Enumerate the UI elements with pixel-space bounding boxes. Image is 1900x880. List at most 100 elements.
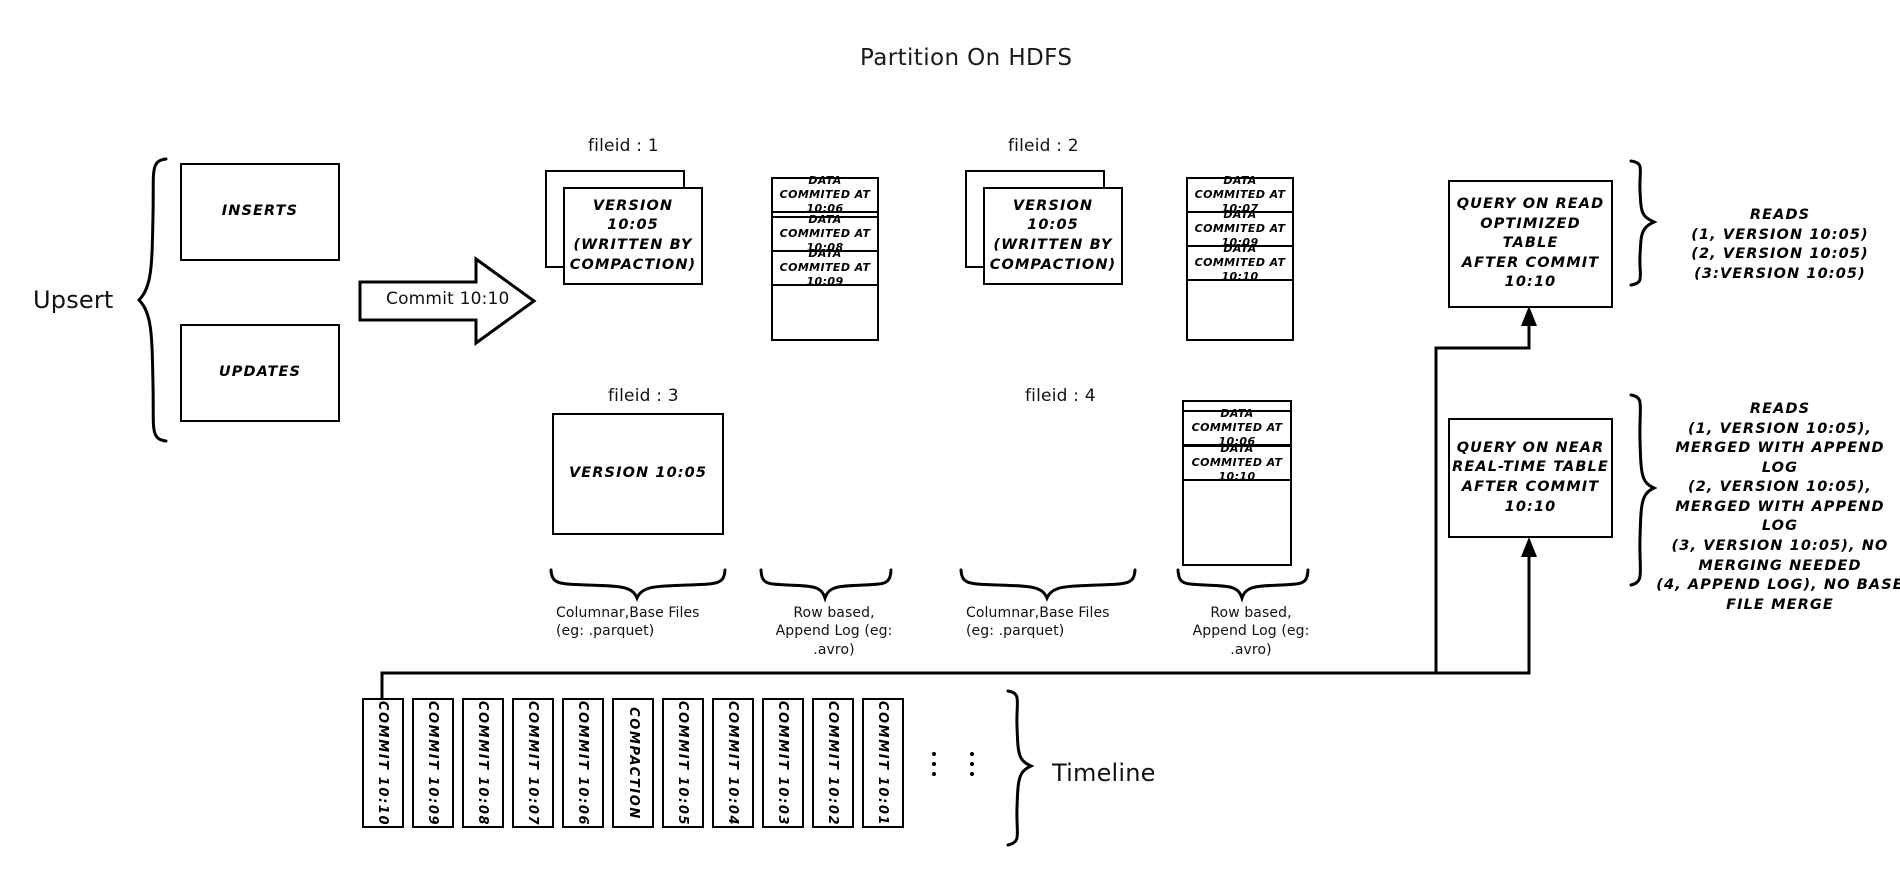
- append-log-stack-4: DATA COMMITED AT 10:06 DATA COMMITED AT …: [1182, 400, 1292, 566]
- query-line: AFTER COMMIT: [1461, 254, 1600, 271]
- updates-label: UPDATES: [218, 364, 302, 381]
- fileid-label-3: fileid : 3: [608, 386, 679, 406]
- query-line: OPTIMIZED TABLE: [1480, 215, 1581, 252]
- query-line: 10:10: [1504, 274, 1557, 291]
- timeline-ellipsis-1: [932, 752, 936, 776]
- caption-columnar-left: Columnar,Base Files (eg: .parquet): [556, 604, 756, 641]
- reads-line: FILE MERGE: [1726, 596, 1834, 613]
- timeline-item-label: COMMIT 10:08: [475, 700, 491, 826]
- columnar-brace-right: [958, 568, 1138, 602]
- log-entry-row[interactable]: DATA COMMITED AT 10:06: [1182, 407, 1292, 448]
- reads-read-optimized: READS (1, VERSION 10:05) (2, VERSION 10:…: [1662, 206, 1898, 284]
- reads-line: (4, APPEND LOG), NO BASE: [1656, 577, 1900, 594]
- reads-brace-bottom: [1625, 392, 1658, 588]
- timeline-item-label: COMMIT 10:03: [775, 700, 791, 826]
- reads-line: MERGED WITH APPEND LOG: [1675, 440, 1885, 476]
- log-entry-text: DATA COMMITED AT 10:07: [1194, 173, 1286, 216]
- columnar-brace-left: [548, 568, 728, 602]
- caption-line: Row based, Append Log (eg: .avro): [775, 605, 893, 658]
- query-line: QUERY ON READ: [1456, 196, 1605, 213]
- query-line: AFTER COMMIT: [1461, 479, 1600, 495]
- base-file-line: COMPACTION): [569, 256, 697, 273]
- timeline-item-label: COMMIT 10:07: [525, 700, 541, 826]
- reads-line: (3, VERSION 10:05), NO: [1671, 537, 1889, 554]
- log-entry-text: DATA COMMITED AT 10:06: [779, 173, 871, 216]
- timeline-item-label: COMMIT 10:05: [675, 700, 691, 826]
- base-file-line: VERSION 10:05: [1012, 197, 1094, 234]
- timeline-item-label: COMMIT 10:06: [575, 700, 591, 826]
- timeline-item[interactable]: COMMIT 10:09: [412, 698, 454, 828]
- query-near-real-time-box[interactable]: QUERY ON NEAR REAL-TIME TABLE AFTER COMM…: [1448, 418, 1613, 538]
- query-line: QUERY ON NEAR: [1456, 439, 1605, 456]
- timeline-item-label: COMMIT 10:04: [725, 700, 741, 826]
- timeline-label: Timeline: [1052, 759, 1156, 787]
- reads-line: (3:VERSION 10:05): [1694, 265, 1866, 282]
- timeline-item-label: COMMIT 10:10: [375, 700, 391, 826]
- append-log-stack-2: DATA COMMITED AT 10:07 DATA COMMITED AT …: [1186, 173, 1294, 341]
- rowbased-brace-right: [1175, 568, 1311, 603]
- log-entry-text: DATA COMMITED AT 10:10: [1191, 441, 1283, 484]
- reads-line: MERGED WITH APPEND LOG: [1675, 498, 1885, 535]
- reads-near-real-time: READS (1, VERSION 10:05), MERGED WITH AP…: [1655, 400, 1900, 615]
- reads-line: (1, VERSION 10:05),: [1687, 420, 1873, 437]
- commit-arrow-label: Commit 10:10: [386, 289, 510, 309]
- fileid-label-2: fileid : 2: [1008, 136, 1079, 156]
- base-file-front-2[interactable]: VERSION 10:05 (WRITTEN BY COMPACTION): [983, 187, 1123, 285]
- timeline-item-label: COMMIT 10:09: [425, 700, 441, 826]
- base-file-3[interactable]: VERSION 10:05: [552, 413, 724, 535]
- fileid-label-1: fileid : 1: [588, 136, 659, 156]
- log-entry-row[interactable]: DATA COMMITED AT 10:09: [771, 246, 879, 289]
- append-log-stack-1: DATA COMMITED AT 10:06 DATA COMMITED AT …: [771, 173, 879, 341]
- timeline-ellipsis-2: [970, 752, 974, 776]
- rowbased-brace-left: [758, 568, 894, 603]
- timeline-item[interactable]: COMMIT 10:07: [512, 698, 554, 828]
- timeline-item[interactable]: COMMIT 10:10: [362, 698, 404, 828]
- reads-title: READS: [1749, 401, 1811, 417]
- caption-line: Row based, Append Log (eg: .avro): [1192, 605, 1310, 658]
- timeline-item[interactable]: COMMIT 10:02: [812, 698, 854, 828]
- timeline-item[interactable]: COMMIT 10:05: [662, 698, 704, 828]
- commit-arrow[interactable]: Commit 10:10: [358, 256, 538, 346]
- caption-columnar-right: Columnar,Base Files (eg: .parquet): [966, 604, 1166, 641]
- reads-brace-top: [1625, 158, 1658, 288]
- log-entry-text: DATA COMMITED AT 10:09: [779, 246, 871, 289]
- base-file-front-1[interactable]: VERSION 10:05 (WRITTEN BY COMPACTION): [563, 187, 703, 285]
- timeline-brace: [1002, 688, 1036, 848]
- query-line: REAL-TIME TABLE: [1452, 459, 1609, 476]
- log-entry-row[interactable]: DATA COMMITED AT 10:09: [1186, 208, 1294, 249]
- timeline-item[interactable]: COMMIT 10:08: [462, 698, 504, 828]
- query-line: 10:10: [1504, 498, 1557, 515]
- reads-line: (2, VERSION 10:05): [1691, 246, 1869, 263]
- reads-title: READS: [1749, 207, 1811, 223]
- inserts-box[interactable]: INSERTS: [180, 163, 340, 261]
- caption-line: Columnar,Base Files (eg: .parquet): [556, 605, 700, 640]
- base-file-line: (WRITTEN BY: [573, 237, 693, 253]
- base-file-line: VERSION 10:05: [592, 197, 674, 234]
- updates-box[interactable]: UPDATES: [180, 324, 340, 422]
- reads-line: MERGING NEEDED: [1698, 557, 1862, 574]
- caption-line: Columnar,Base Files (eg: .parquet): [966, 605, 1110, 640]
- caption-rowbased-right: Row based, Append Log (eg: .avro): [1181, 604, 1321, 659]
- base-file-line: VERSION 10:05: [568, 465, 708, 482]
- timeline-item[interactable]: COMMIT 10:01: [862, 698, 904, 828]
- timeline-item[interactable]: COMPACTION: [612, 698, 654, 828]
- log-entry-row[interactable]: DATA COMMITED AT 10:06: [771, 173, 879, 216]
- page-title: Partition On HDFS: [860, 45, 1073, 71]
- query-read-optimized-box[interactable]: QUERY ON READ OPTIMIZED TABLE AFTER COMM…: [1448, 180, 1613, 308]
- timeline-item[interactable]: COMMIT 10:04: [712, 698, 754, 828]
- timeline-item-label: COMPACTION: [625, 706, 641, 820]
- base-file-line: (WRITTEN BY: [993, 237, 1113, 253]
- timeline-item[interactable]: COMMIT 10:06: [562, 698, 604, 828]
- log-entry-text: DATA COMMITED AT 10:10: [1194, 241, 1286, 284]
- timeline-item-label: COMMIT 10:01: [875, 700, 891, 826]
- caption-rowbased-left: Row based, Append Log (eg: .avro): [764, 604, 904, 659]
- upsert-brace: [136, 155, 170, 445]
- log-entry-row[interactable]: DATA COMMITED AT 10:10: [1182, 441, 1292, 484]
- timeline-item[interactable]: COMMIT 10:03: [762, 698, 804, 828]
- upsert-label: Upsert: [33, 286, 114, 314]
- fileid-label-4: fileid : 4: [1025, 386, 1096, 406]
- log-entry-row[interactable]: DATA COMMITED AT 10:10: [1186, 241, 1294, 284]
- reads-line: (2, VERSION 10:05),: [1687, 479, 1873, 496]
